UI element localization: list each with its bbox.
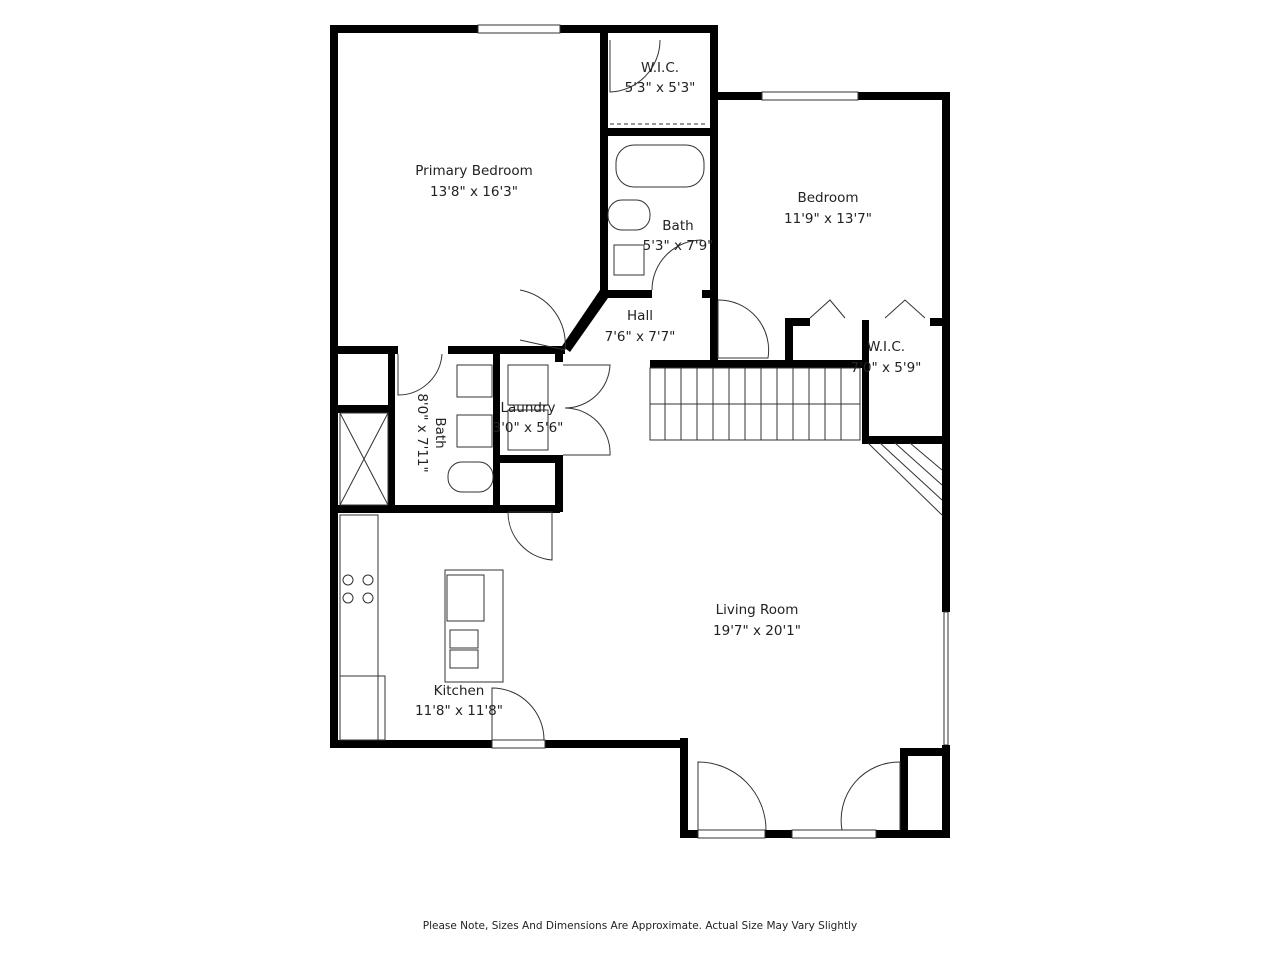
room-dims: 5'3" x 5'3" [625,80,696,96]
room-name: Kitchen [434,683,485,699]
room-dims: 3'0" x 5'6" [493,420,564,436]
walls [330,24,950,839]
room-name: W.I.C. [867,339,905,355]
room-name: Bedroom [797,190,858,206]
room-name: Bath [432,417,448,448]
fixtures [339,39,943,831]
room-name: Living Room [716,602,799,618]
room-labels: Primary Bedroom 13'8" x 16'3" W.I.C. 5'3… [414,60,921,719]
disclaimer-note: Please Note, Sizes And Dimensions Are Ap… [422,920,858,932]
stair-treads [650,368,860,440]
room-dims: 11'9" x 13'7" [784,211,872,227]
room-dims: 19'7" x 20'1" [713,623,801,639]
room-dims: 8'0" x 7'11" [414,393,430,472]
room-name: Laundry [500,400,555,416]
room-dims: 5'3" x 7'9" [643,238,714,254]
room-name: Bath [662,218,693,234]
room-dims: 7'0" x 5'9" [851,360,922,376]
room-name: W.I.C. [641,60,679,76]
room-name: Hall [627,308,653,324]
room-dims: 7'6" x 7'7" [605,329,676,345]
room-dims: 13'8" x 16'3" [430,184,518,200]
room-name: Primary Bedroom [415,163,533,179]
room-dims: 11'8" x 11'8" [415,703,503,719]
